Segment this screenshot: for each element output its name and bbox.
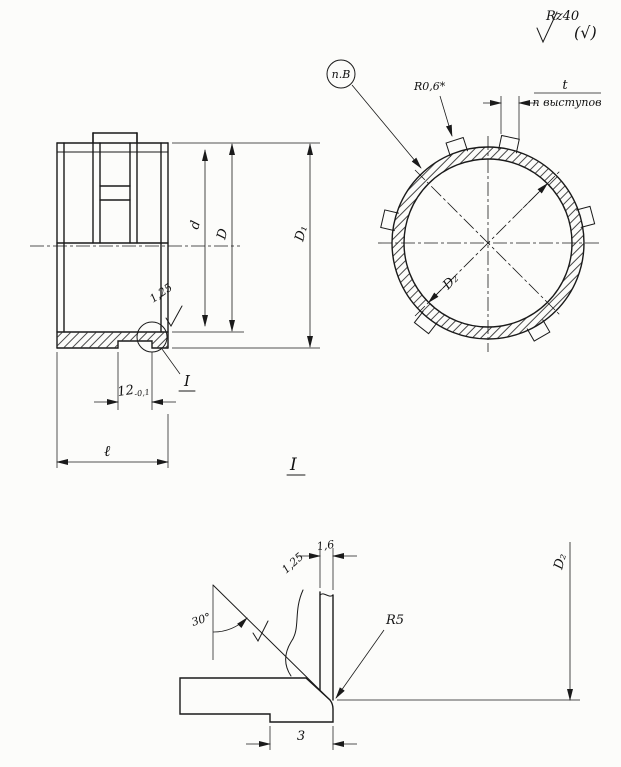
lug	[445, 136, 469, 157]
surface-check-icon	[165, 305, 183, 327]
detail-marker-leader	[161, 348, 181, 375]
part-profile	[56, 132, 169, 349]
lugs	[380, 134, 596, 342]
lug	[498, 134, 520, 154]
roughness-alt: (√)	[574, 23, 597, 42]
lug	[575, 205, 596, 228]
dim-groove: 12-0,1	[94, 352, 176, 410]
view-label: п.В	[326, 59, 422, 169]
extension-lines	[172, 142, 320, 349]
detail-finish-value: 1,25	[279, 550, 306, 576]
detail-view: I 30° 1,25 1,6 R5	[179, 455, 580, 750]
chamfer-line	[212, 584, 331, 701]
thickness-dimension: 1,6	[296, 538, 357, 590]
roughness-value: Rz40	[545, 9, 579, 24]
thickness-label: 1,6	[316, 538, 335, 553]
dim-D1-label: D₁	[292, 224, 311, 244]
width-dimension: 3	[246, 726, 357, 750]
rim-section-hatch	[57, 332, 168, 348]
view-label-text: п.В	[332, 68, 351, 81]
detail-surface-check-icon	[252, 620, 269, 643]
dim-d: d	[187, 149, 208, 327]
lug-radius: R0,6*	[413, 80, 453, 137]
detail-diameter-label: D₂	[551, 552, 570, 572]
wall-break-line	[319, 593, 334, 597]
angle-dimension: 30°	[190, 610, 248, 633]
lug	[380, 209, 399, 232]
dim-length-label: ℓ	[104, 442, 110, 460]
surface-finish-note: Rz40 (√)	[536, 9, 597, 44]
detail-marker-label: I	[183, 372, 191, 390]
view-label-circle	[326, 59, 356, 89]
view-label-leader	[351, 84, 422, 169]
dim-D1: D₁	[292, 143, 313, 348]
lug	[526, 319, 551, 342]
dim-d-label: d	[187, 219, 204, 231]
pitch-note-label: n выступов	[532, 96, 601, 109]
dim-groove-label: 12-0,1	[116, 381, 150, 401]
fillet-radius-label: R5	[385, 613, 404, 628]
detail-title: I	[289, 455, 297, 475]
lug	[413, 311, 438, 335]
dim-D-label: D	[214, 227, 232, 242]
diameter-dimension: D₂	[337, 542, 580, 701]
dim-D: D	[214, 143, 235, 332]
lug-radius-leader	[439, 95, 453, 137]
section-view: D₂ п.В R0,6* t n выступов	[326, 59, 602, 352]
angle-label: 30°	[190, 610, 213, 628]
lug-radius-label: R0,6*	[413, 80, 446, 93]
break-line	[285, 589, 304, 677]
lip-section	[179, 677, 334, 723]
width-label: 3	[297, 729, 305, 744]
surface-finish-mark: 1,25	[147, 281, 183, 327]
main-view: I d D D₁ 1,25	[30, 132, 320, 468]
pitch-dimension: t n выступов	[483, 78, 602, 140]
fillet-leader: R5	[335, 613, 404, 699]
roughness-check-icon	[536, 11, 558, 44]
pitch-label: t	[562, 78, 568, 93]
detail-surface-finish: 1,25	[252, 550, 306, 643]
dim-length: ℓ	[56, 352, 169, 468]
